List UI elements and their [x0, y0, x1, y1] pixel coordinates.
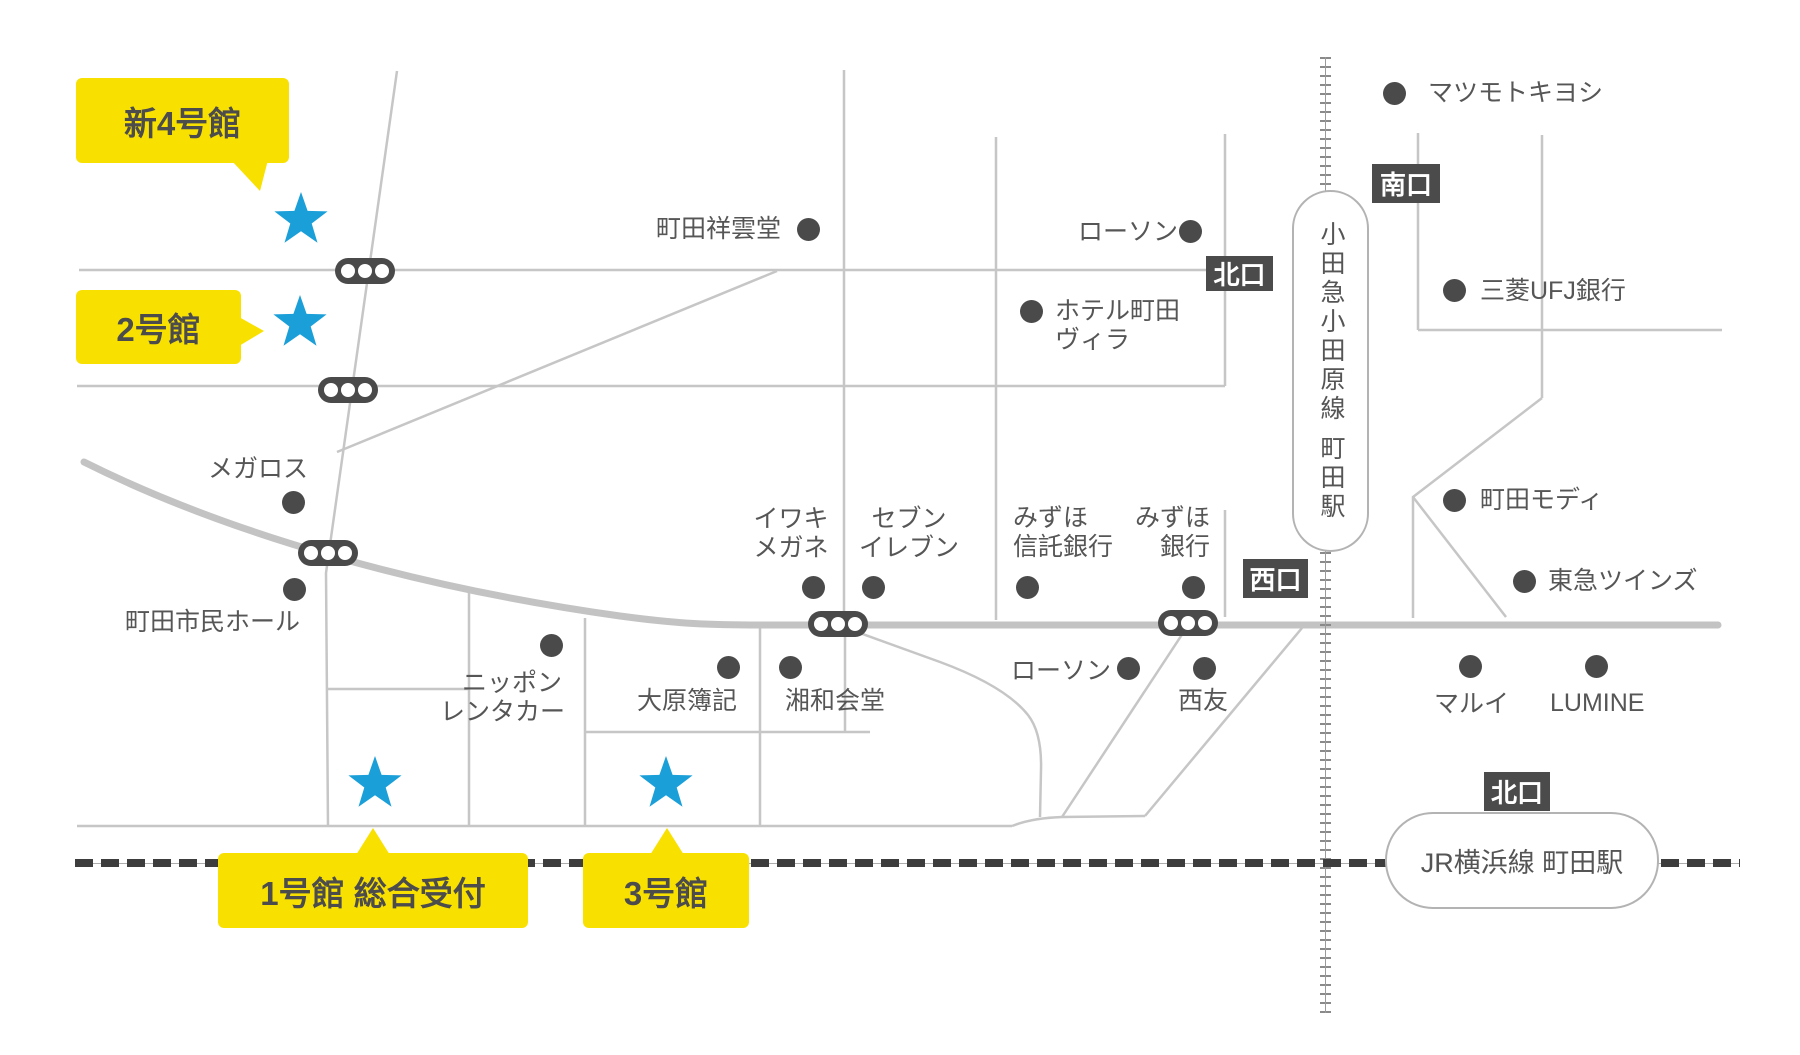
landmark-label: みずほ 信託銀行 — [1013, 504, 1113, 562]
location-dot-icon — [1443, 489, 1466, 512]
location-dot-icon — [779, 656, 802, 679]
location-dot-icon — [1182, 576, 1205, 599]
location-dot-icon — [717, 656, 740, 679]
location-dot-icon — [283, 578, 306, 601]
traffic-light-icon — [318, 377, 378, 403]
landmark-label-line: イワキ — [753, 505, 829, 533]
location-dot-icon — [282, 491, 305, 514]
location-dot-icon — [1193, 657, 1216, 680]
bubble-tail — [239, 317, 264, 346]
traffic-light-icon — [808, 611, 868, 637]
location-dot-icon — [1443, 279, 1466, 302]
landmark-label: ニッポン レンタカー — [440, 669, 566, 727]
star-marker-shin-4gokan — [274, 192, 328, 243]
location-dot-icon — [797, 218, 820, 241]
exit-label: 北口 — [1213, 260, 1266, 290]
landmark-label-line: ホテル町田 — [1055, 297, 1181, 325]
location-dot-icon — [1513, 570, 1536, 593]
odakyu-station-pill: 小田急小田原線 町田駅 — [1292, 190, 1369, 552]
landmark-label-line: みずほ — [1134, 504, 1210, 532]
landmark-label: 町田祥雲堂 — [656, 215, 782, 243]
traffic-light-icon — [298, 540, 358, 566]
thin-roads — [77, 70, 1722, 828]
star-marker-2gokan — [273, 295, 327, 346]
exit-label: 北口 — [1490, 778, 1543, 808]
star-marker-3gokan — [639, 756, 693, 807]
landmark-label: ローソン — [1011, 657, 1112, 685]
landmark-label: 町田モディ — [1480, 486, 1604, 514]
landmark-label: ホテル町田 ヴィラ — [1055, 297, 1180, 355]
landmark-label: マルイ — [1434, 690, 1510, 718]
exit-label: 南口 — [1379, 170, 1432, 200]
location-dot-icon — [1016, 576, 1039, 599]
location-dot-icon — [1383, 82, 1406, 105]
location-dot-icon — [1459, 655, 1482, 678]
location-dot-icon — [862, 576, 885, 599]
building-label: 3号館 — [623, 874, 709, 912]
landmark-label: 西友 — [1178, 687, 1229, 715]
jr-railway-line — [75, 859, 1740, 867]
callout-2gokan: 2号館 — [76, 290, 241, 364]
landmark-label-line: 銀行 — [1159, 533, 1210, 561]
location-dot-icon — [540, 634, 563, 657]
landmark-label-line: 信託銀行 — [1013, 533, 1114, 561]
jr-station-pill: JR横浜線 町田駅 — [1385, 812, 1659, 909]
exit-badge-west-odakyu: 西口 — [1243, 559, 1308, 598]
landmark-label: ローソン — [1078, 218, 1179, 246]
bubble-tail — [231, 160, 268, 191]
exit-badge-south-odakyu: 南口 — [1372, 164, 1440, 203]
callout-1gokan: 1号館 総合受付 — [218, 853, 528, 928]
landmark-label: イワキ メガネ — [752, 505, 830, 563]
bubble-tail — [650, 828, 684, 855]
landmark-label: LUMINE — [1550, 689, 1645, 717]
landmark-label: みずほ 銀行 — [1130, 504, 1210, 562]
exit-label: 西口 — [1249, 565, 1302, 595]
building-label: 2号館 — [116, 311, 201, 348]
landmark-label-line: イレブン — [858, 534, 959, 562]
location-dot-icon — [802, 576, 825, 599]
jr-station-label: JR横浜線 町田駅 — [1420, 848, 1624, 878]
landmark-label: 町田市民ホール — [125, 608, 301, 636]
landmark-label: 大原簿記 — [637, 687, 738, 715]
traffic-light-icon — [1158, 610, 1218, 636]
callout-3gokan: 3号館 — [583, 853, 749, 928]
location-dot-icon — [1179, 220, 1202, 243]
main-thick-road — [80, 458, 1722, 629]
building-label: 新4号館 — [123, 104, 242, 142]
star-marker-1gokan — [348, 756, 402, 807]
landmark-label: メガロス — [208, 455, 309, 483]
location-dot-icon — [1117, 657, 1140, 680]
landmark-label: マツモトキヨシ — [1428, 79, 1604, 107]
landmark-label-line: メガネ — [753, 534, 829, 562]
traffic-light-icon — [335, 258, 395, 284]
callout-shin-4gokan: 新4号館 — [76, 78, 289, 163]
landmark-label-line: ニッポン — [461, 669, 562, 697]
odakyu-station-label: 小田急小田原線 町田駅 — [1317, 220, 1345, 522]
landmark-label-line: ヴィラ — [1055, 326, 1131, 354]
landmark-label-line: レンタカー — [440, 698, 566, 726]
landmark-label: 東急ツインズ — [1548, 567, 1698, 595]
building-label: 1号館 総合受付 — [260, 874, 486, 912]
landmark-label-line: セブン — [871, 505, 947, 533]
landmark-label: 湘和会堂 — [785, 687, 886, 715]
landmark-label: 三菱UFJ銀行 — [1480, 277, 1626, 305]
landmark-label-line: みずほ — [1013, 504, 1089, 532]
landmark-label: セブン イレブン — [858, 505, 960, 563]
location-dot-icon — [1585, 655, 1608, 678]
location-dot-icon — [1020, 300, 1043, 323]
exit-badge-north-odakyu: 北口 — [1206, 256, 1273, 291]
bubble-tail — [356, 828, 390, 855]
exit-badge-north-jr: 北口 — [1484, 772, 1550, 811]
